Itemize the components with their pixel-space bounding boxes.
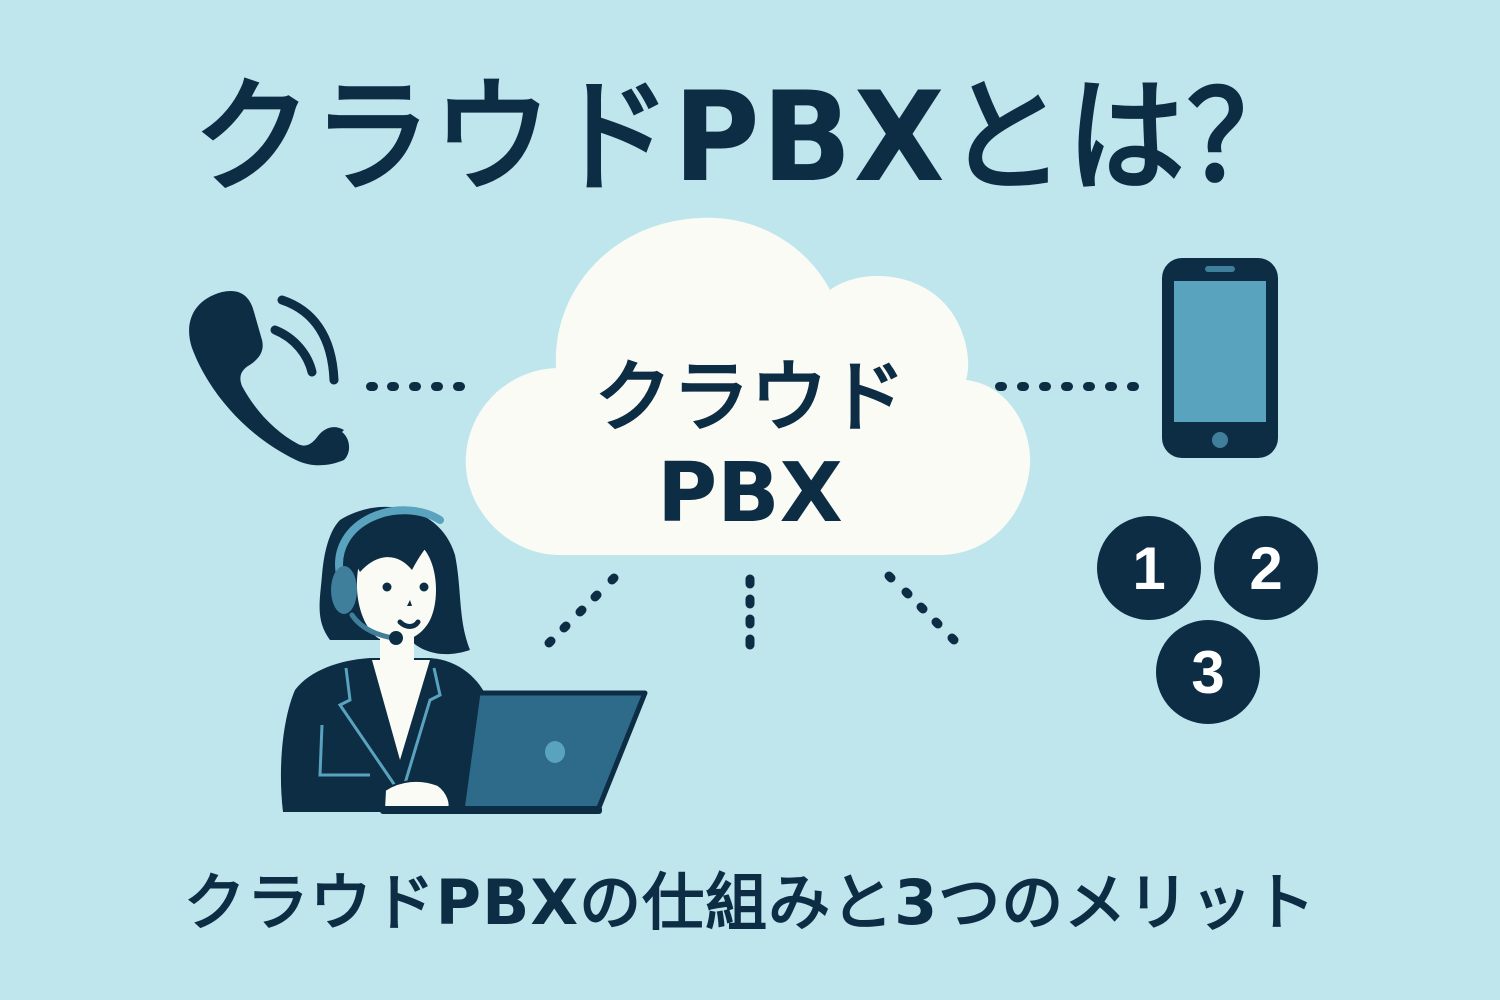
headset-operator-with-laptop-icon <box>280 506 648 814</box>
connector-bottom <box>544 571 959 650</box>
merit-badge-3: 3 <box>1156 620 1260 724</box>
smartphone-icon <box>1162 258 1278 458</box>
connector-left <box>366 382 465 391</box>
merit-badge-2: 2 <box>1214 516 1318 620</box>
cloud-icon <box>465 217 1031 556</box>
phone-handset-ringing-icon <box>189 290 350 466</box>
merit-badge-1: 1 <box>1097 516 1201 620</box>
cloud-label-line1: クラウド <box>593 353 906 443</box>
page-subtitle: クラウドPBXの仕組みと3つのメリット <box>183 866 1317 939</box>
connector-right <box>995 382 1139 391</box>
cloud-label-line2: PBX <box>657 446 843 541</box>
page-title: クラウドPBXとは？ <box>193 64 1307 210</box>
cloud-label: クラウド PBX <box>520 350 980 542</box>
